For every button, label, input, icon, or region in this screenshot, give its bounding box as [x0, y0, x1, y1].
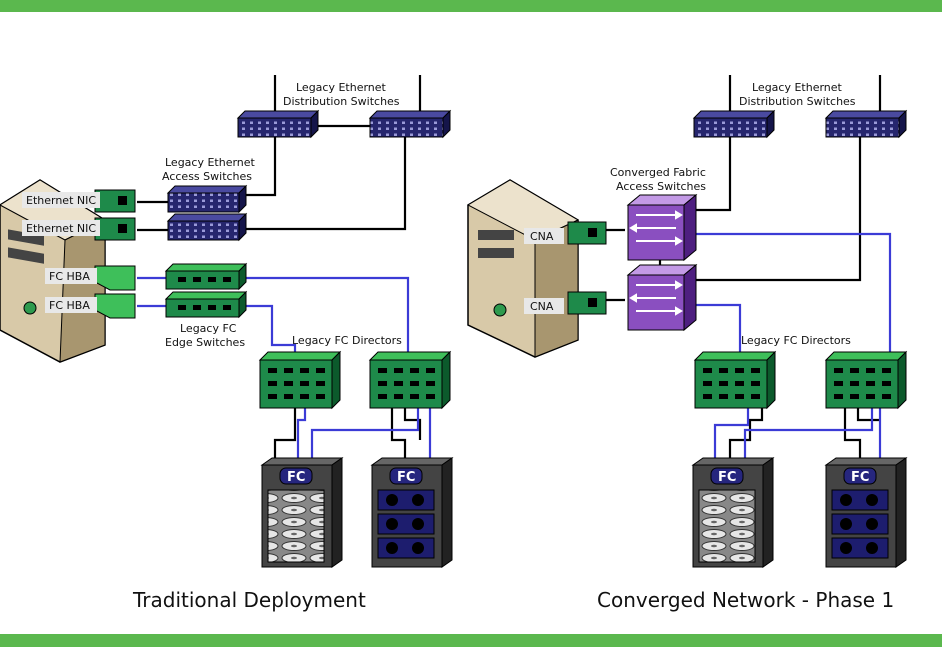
converged-switch — [626, 193, 698, 262]
cna-label: CNA — [530, 300, 554, 313]
converged-network: CNA CNA — [466, 75, 908, 612]
cna-links — [605, 228, 625, 302]
fc-links — [690, 232, 892, 458]
distribution-label: Distribution Switches — [283, 95, 400, 108]
hba-card-2: FC HBA — [45, 293, 136, 319]
storage-label: FC — [851, 470, 869, 485]
nic-label: Ethernet NIC — [26, 194, 96, 207]
directors-label: Legacy FC Directors — [292, 334, 402, 347]
server — [466, 179, 580, 358]
cna-label: CNA — [530, 230, 554, 243]
distribution-switch — [692, 109, 776, 139]
edge-label: Legacy FC — [180, 322, 237, 335]
access-label: Legacy Ethernet — [165, 156, 256, 169]
storage-array-tape: FC — [370, 457, 454, 568]
traditional-deployment: Ethernet NIC Ethernet NIC FC HBA FC HBA — [0, 75, 454, 612]
distribution-switch — [236, 109, 320, 139]
fc-edge-switch — [164, 262, 248, 291]
fc-director — [258, 350, 342, 410]
storage-array-disks: FC — [260, 457, 344, 568]
storage-label: FC — [287, 470, 305, 485]
distribution-label: Legacy Ethernet — [752, 81, 843, 94]
top-banner — [0, 0, 942, 12]
fc-edge-switch — [164, 290, 248, 319]
nic-label: Ethernet NIC — [26, 222, 96, 235]
distribution-switch — [368, 109, 452, 139]
directors-label: Legacy FC Directors — [741, 334, 851, 347]
hba-label: FC HBA — [49, 299, 90, 312]
cna-card-2: CNA — [524, 291, 607, 315]
access-switch — [166, 184, 248, 214]
nic-card-1: Ethernet NIC — [22, 189, 136, 213]
nic-card-2: Ethernet NIC — [22, 217, 136, 241]
access-switch — [166, 212, 248, 242]
fc-director — [693, 350, 777, 410]
distribution-label: Legacy Ethernet — [296, 81, 387, 94]
ethernet-links — [137, 75, 422, 458]
fc-director — [368, 350, 452, 410]
converged-switch — [626, 263, 698, 332]
storage-array-disks: FC — [691, 457, 775, 568]
storage-label: FC — [397, 470, 415, 485]
edge-label: Edge Switches — [165, 336, 245, 349]
caption-converged: Converged Network - Phase 1 — [597, 588, 894, 612]
fc-director — [824, 350, 908, 410]
converged-label: Access Switches — [616, 180, 706, 193]
hba-card-1: FC HBA — [45, 265, 136, 291]
converged-label: Converged Fabric — [610, 166, 706, 179]
hba-label: FC HBA — [49, 270, 90, 283]
access-label: Access Switches — [162, 170, 252, 183]
cna-card-1: CNA — [524, 221, 607, 245]
distribution-label: Distribution Switches — [739, 95, 856, 108]
storage-array-tape: FC — [824, 457, 908, 568]
bottom-banner — [0, 634, 942, 647]
distribution-switch — [824, 109, 908, 139]
caption-traditional: Traditional Deployment — [132, 588, 366, 612]
storage-label: FC — [718, 470, 736, 485]
fc-links — [137, 276, 432, 458]
